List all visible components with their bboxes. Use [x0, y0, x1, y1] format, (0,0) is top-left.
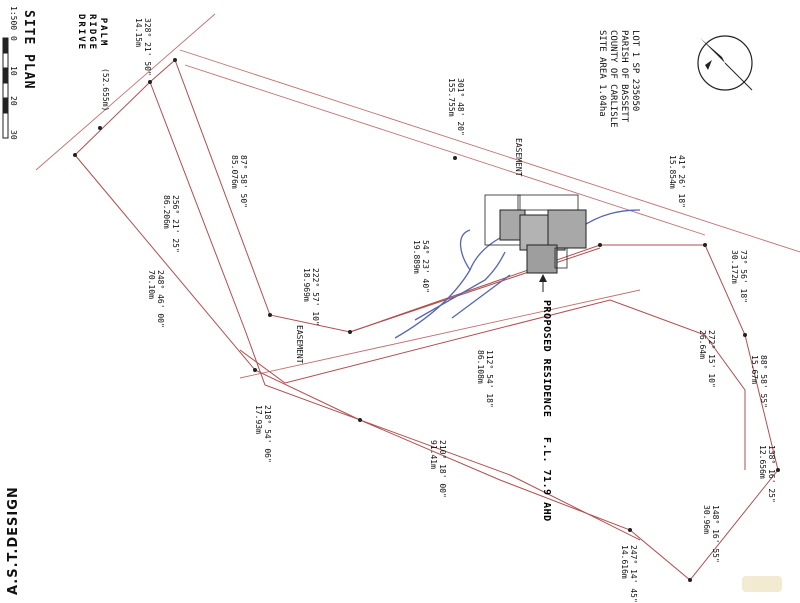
site-plan-title: SITE PLAN [21, 10, 36, 90]
site-area-label: SITE AREA 1.04ha [597, 30, 607, 117]
proposed-label: PROPOSED RESIDENCE [541, 300, 552, 418]
boundary-ticks [73, 58, 780, 582]
scale-title: SITE PLAN [21, 10, 36, 90]
scale-ratio: 1:500 [9, 6, 18, 31]
road-name: PALM RIDGE DRIVE [75, 14, 108, 51]
bearing-label: 41° 26' 18"15.854m [668, 155, 686, 208]
proposed-residence-label: PROPOSED RESIDENCE F.L. 71.9 AHD [541, 300, 552, 522]
bearing-label: 73° 56' 18"30.172m [730, 250, 748, 303]
scale-tick-0: 0 [9, 36, 18, 41]
lot-label: LOT 1 SP 235050 [630, 30, 640, 112]
bearing-label: 328° 21' 50"14.15m [134, 18, 152, 76]
bearing-label: 247° 14' 45"14.616m [620, 545, 638, 603]
watermark [742, 576, 782, 592]
title-block: LOT 1 SP 235050 PARISH OF BASSETT COUNTY… [596, 30, 640, 128]
easement-label-2: EASEMENT [295, 325, 304, 364]
bearing-label: 248° 46' 00"70.10m [147, 270, 165, 328]
bearing-label: 138° 16' 25"12.656m [758, 445, 776, 503]
bearing-label: 272° 15' 10"26.64m [698, 330, 716, 388]
road-name-line-1: PALM [98, 17, 108, 48]
floor-level-label: F.L. 71.9 AHD [541, 436, 552, 522]
scale-tick-30: 30 [9, 130, 18, 140]
parish-label: PARISH OF BASSETT [619, 30, 629, 123]
bearing-label: 301° 48' 20"155.755m [447, 78, 465, 136]
bearing-label: 54° 23' 40"19.889m [412, 240, 430, 293]
bearing-label: 210° 18' 00"91.41m [429, 440, 447, 498]
bearing-label: 112° 54' 18"86.108m [476, 350, 494, 408]
north-arrow [697, 35, 753, 91]
bearing-label: 256° 21' 25"86.206m [162, 195, 180, 253]
easement-label-1: EASEMENT [514, 138, 523, 177]
road-name-line-3: DRIVE [76, 14, 86, 52]
lot-boundary [74, 59, 779, 581]
scale-tick-10: 10 [9, 66, 18, 76]
bearing-label: 218° 54' 06"17.93m [254, 405, 272, 463]
bearing-label: 87° 58' 50"85.076m [230, 155, 248, 208]
scale-tick-20: 20 [9, 96, 18, 106]
house-footprint [484, 194, 587, 292]
bearing-label: 148° 16' 55"30.96m [702, 505, 720, 563]
scale-bar [2, 37, 9, 139]
easement-lines [35, 13, 800, 379]
bearing-label: (52.655m) [101, 68, 110, 112]
road-name-line-2: RIDGE [87, 14, 97, 52]
county-label: COUNTY OF CARLISLE [608, 30, 618, 128]
bearing-label: 88° 58' 55"15.67m [750, 355, 768, 408]
bearing-label: 222° 57' 10"18.969m [302, 268, 320, 326]
company-logo: A.S.T.DESIGN [6, 486, 21, 595]
